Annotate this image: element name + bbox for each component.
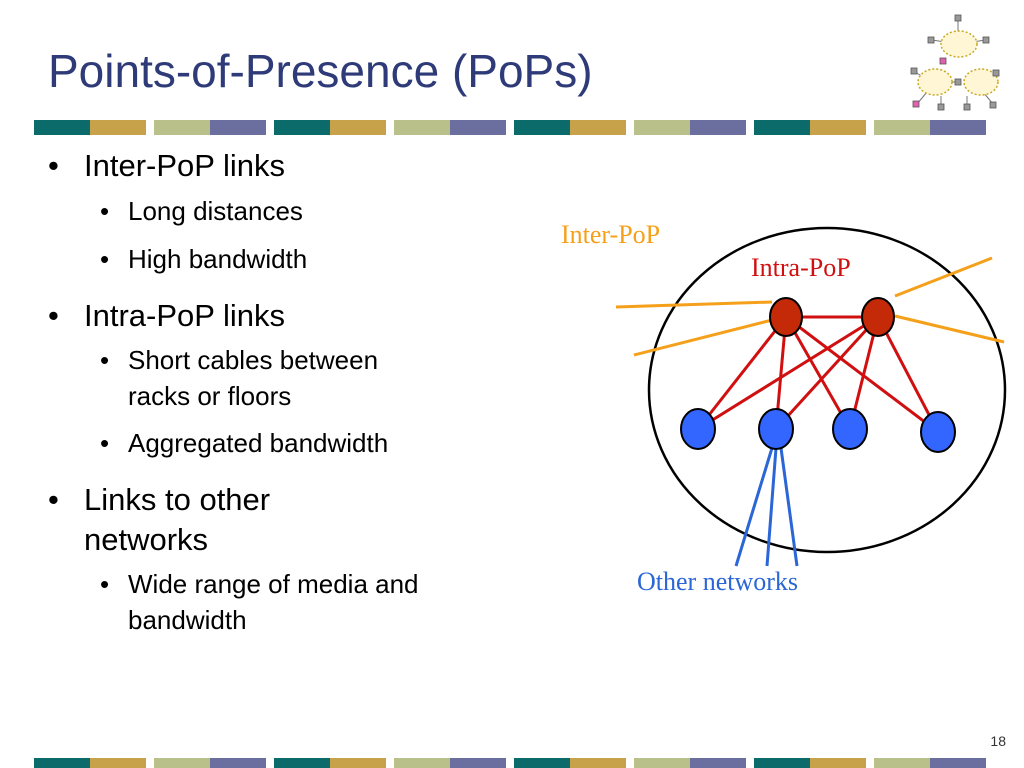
inter-pop-link: [615, 300, 773, 309]
intra-pop-link: [785, 315, 939, 434]
intra-pop-links: [696, 315, 940, 434]
network-cloud-logo-icon: [910, 14, 1000, 111]
inter-pop-link: [894, 256, 993, 298]
top-stripe-bar: [34, 120, 986, 135]
sub-bullet-text: Long distances: [128, 196, 303, 226]
host-node: [680, 408, 716, 450]
sub-bullet-text: High bandwidth: [128, 244, 308, 274]
bullet-inter-pop-links: • Inter-PoP links: [44, 146, 484, 186]
sub-bullet-dot: •: [100, 428, 110, 458]
inter-pop-links: [615, 256, 1005, 357]
host-node: [920, 411, 956, 453]
other-network-link: [765, 447, 778, 567]
inter-pop-label: Inter-PoP: [561, 220, 660, 249]
sub-bullet-wide-range: • Wide range of media and bandwidth: [44, 566, 428, 638]
bullet-intra-pop-links: • Intra-PoP links: [44, 296, 484, 336]
bullet-dot: •: [48, 298, 59, 333]
host-node: [832, 408, 868, 450]
bottom-stripe-bar: [34, 758, 986, 768]
intra-pop-link: [774, 315, 880, 431]
bullet-text: Intra-PoP links: [84, 298, 286, 333]
intra-pop-link: [696, 316, 788, 430]
intra-pop-link: [784, 316, 852, 430]
page-number: 18: [990, 733, 1006, 749]
intra-pop-link: [876, 316, 940, 433]
other-network-link: [734, 447, 774, 567]
bullet-list: • Inter-PoP links • Long distances • Hig…: [44, 146, 484, 648]
sub-bullet-dot: •: [100, 196, 110, 226]
bullet-dot: •: [48, 482, 59, 517]
sub-bullet-short-cables: • Short cables between racks or floors: [44, 342, 428, 414]
other-network-link: [779, 447, 799, 567]
slide-title: Points-of-Presence (PoPs): [48, 45, 593, 97]
intra-pop-label: Intra-PoP: [751, 253, 851, 282]
router-node: [769, 297, 803, 337]
sub-bullet-dot: •: [100, 569, 110, 599]
sub-bullet-text: Short cables between racks or floors: [128, 345, 379, 411]
hosts: [680, 408, 956, 453]
sub-bullet-aggregated-bandwidth: • Aggregated bandwidth: [44, 424, 484, 462]
bullet-links-to-other-networks: • Links to other networks: [44, 480, 344, 560]
pop-boundary: [647, 226, 1007, 554]
routers: [769, 297, 895, 337]
inter-pop-link: [633, 318, 773, 357]
sub-bullet-dot: •: [100, 345, 110, 375]
other-network-links: [734, 447, 799, 567]
host-node: [758, 408, 794, 450]
other-networks-label: Other networks: [637, 567, 798, 596]
bullet-text: Links to other networks: [84, 482, 271, 557]
intra-pop-link: [697, 315, 879, 431]
sub-bullet-long-distances: • Long distances: [44, 192, 484, 230]
router-node: [861, 297, 895, 337]
sub-bullet-high-bandwidth: • High bandwidth: [44, 240, 484, 278]
inter-pop-link: [894, 314, 1005, 344]
bullet-text: Inter-PoP links: [84, 148, 286, 183]
sub-bullet-text: Wide range of media and bandwidth: [128, 569, 419, 635]
bullet-dot: •: [48, 148, 59, 183]
sub-bullet-text: Aggregated bandwidth: [128, 428, 389, 458]
sub-bullet-dot: •: [100, 244, 110, 274]
